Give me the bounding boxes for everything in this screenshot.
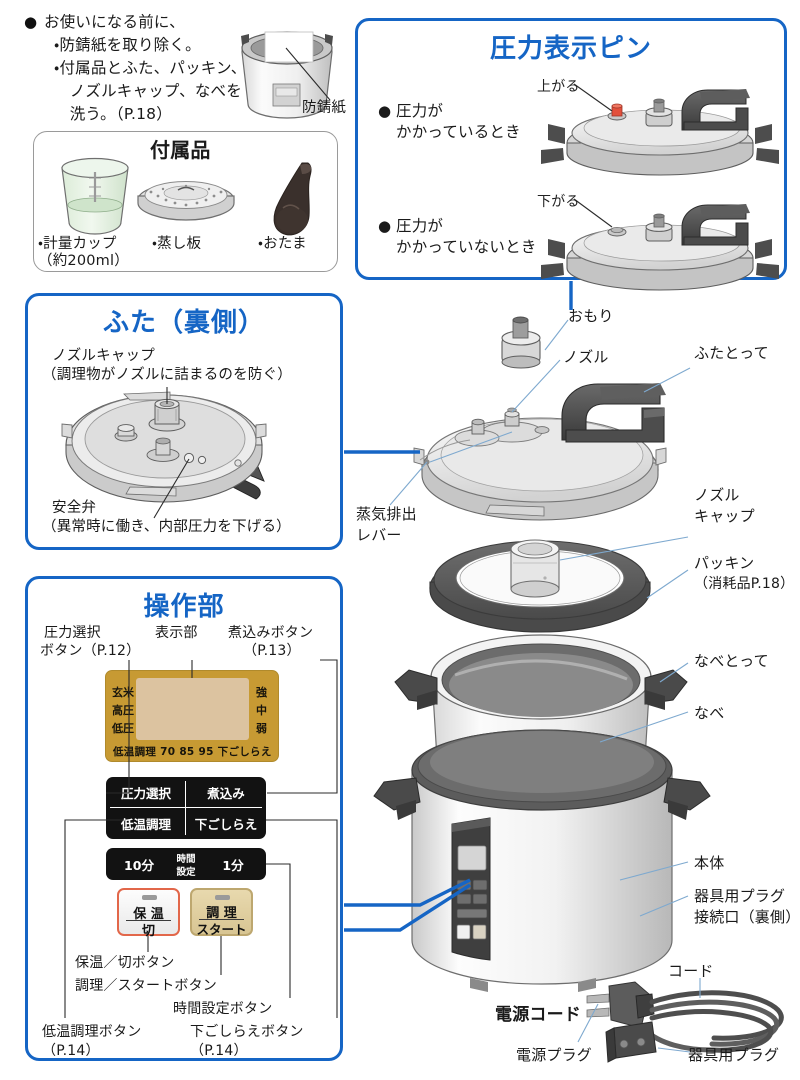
intro-line-4: ノズルキャップ、なべを <box>54 82 242 100</box>
safety-valve-label-2: （異常時に働き、内部圧力を下げる） <box>42 519 291 535</box>
cookstart-led <box>215 895 230 900</box>
pressure-case-1-bullet: ● <box>378 102 392 120</box>
button-timer-increase[interactable]: 1分 <box>222 857 244 873</box>
display-label-left-1: 高圧 <box>112 704 134 717</box>
label-nozzle-cap-2: キャップ <box>694 507 755 525</box>
label-power-plug: 電源プラグ <box>516 1046 593 1064</box>
pressure-case-2-bullet: ● <box>378 217 392 235</box>
display-label-right-2: 弱 <box>256 722 267 735</box>
label-nozzle-cap-1: ノズル <box>694 486 740 504</box>
button-timer-decrease[interactable]: 10分 <box>124 857 154 873</box>
callout-prep-2: （P.14） <box>190 1043 248 1059</box>
intro-line-5: 洗う。（P.18） <box>54 105 172 123</box>
control-panel-title: 操作部 <box>143 592 225 622</box>
button-low-temp[interactable]: 低温調理 <box>120 817 171 832</box>
safety-valve-label-1: 安全弁 <box>52 500 97 516</box>
keepwarm-label-bottom: 切 <box>141 924 155 939</box>
callout-timer: 時間設定ボタン <box>173 1001 273 1017</box>
label-nozzle: ノズル <box>563 348 609 366</box>
label-appliance-plug: 器具用プラグ <box>688 1046 780 1064</box>
intro-line-1: お使いになる前に、 <box>44 13 185 31</box>
button-block-main: 圧力選択 煮込み 低温調理 下ごしらえ <box>106 777 266 839</box>
callout-pressure-select-2: ボタン（P.12） <box>40 643 141 659</box>
keepwarm-label-top: 保 温 <box>133 907 164 922</box>
pressure-case-1-line2: かかっているとき <box>396 123 521 141</box>
button-block-timer: 10分 時間 設定 1分 <box>106 848 266 880</box>
accessory-label-cup-1: ・計量カップ <box>38 236 117 252</box>
accessories-title: 付属品 <box>150 138 211 162</box>
display-screen <box>136 678 249 740</box>
accessory-label-cup-2: （約200ml） <box>38 253 129 269</box>
cookstart-label-bottom: スタート <box>196 922 247 937</box>
pressure-case-2-pin-state: 下がる <box>537 194 580 210</box>
cookstart-label-top: 調 理 <box>206 906 237 921</box>
button-simmer[interactable]: 煮込み <box>207 786 245 801</box>
display-label-left-0: 玄米 <box>112 686 134 699</box>
callout-pressure-select-1: 圧力選択 <box>44 625 101 641</box>
main-body-illustration <box>373 634 711 992</box>
callout-low-temp-2: （P.14） <box>42 1043 100 1059</box>
packing-ring-part <box>429 536 689 633</box>
cookstart-rule <box>199 919 244 921</box>
label-steam-lever-1: 蒸気排出 <box>356 505 417 523</box>
label-steam-lever-2: レバー <box>356 526 402 544</box>
label-plug-port-2: 接続口（裏側） <box>694 908 800 926</box>
keepwarm-led <box>142 895 157 900</box>
button-pressure-select[interactable]: 圧力選択 <box>120 786 171 801</box>
callout-keepwarm: 保温／切ボタン <box>75 955 175 971</box>
callout-simmer-2: （P.13） <box>243 643 301 659</box>
callout-prep-1: 下ごしらえボタン <box>190 1024 304 1040</box>
lid-assembly <box>389 359 691 521</box>
button-keepwarm-off[interactable]: 保 温 切 <box>117 888 180 939</box>
lid-underside-panel-title: ふた（裏側） <box>102 308 265 338</box>
display-label-left-2: 低圧 <box>112 722 134 735</box>
label-body: 本体 <box>694 854 725 872</box>
pressure-pin-panel-title: 圧力表示ピン <box>489 34 652 64</box>
panel-connector-lines <box>344 281 573 932</box>
timer-label-line2: 設定 <box>176 866 196 878</box>
label-omori: おもり <box>568 307 614 325</box>
intro-line-3: ・付属品とふた、パッキン、 <box>54 59 247 77</box>
label-power-cord-title: 電源コード <box>495 1005 581 1025</box>
rust-paper-label: 防錆紙 <box>302 100 347 116</box>
pressure-case-1-line1: 圧力が <box>396 102 444 120</box>
display-label-right-1: 中 <box>256 704 267 717</box>
button-cook-start[interactable]: 調 理 スタート <box>190 888 253 937</box>
label-lid-handle: ふたとって <box>694 344 769 362</box>
pressure-case-1-pin-state: 上がる <box>537 79 580 95</box>
weight-part <box>501 316 569 369</box>
intro-bullet: ● <box>24 13 38 31</box>
label-packing-1: パッキン <box>694 554 755 572</box>
pressure-case-2-line1: 圧力が <box>396 217 444 235</box>
label-pot: なべ <box>694 704 725 722</box>
button-prep[interactable]: 下ごしらえ <box>194 817 258 832</box>
label-plug-port-1: 器具用プラグ <box>694 887 786 905</box>
nozzle-cap-label-2: （調理物がノズルに詰まるのを防ぐ） <box>42 367 292 383</box>
callout-display: 表示部 <box>155 625 198 641</box>
display-label-right-0: 強 <box>256 686 267 699</box>
label-pot-handle: なべとって <box>694 652 769 670</box>
button-divider-horizontal <box>110 807 262 809</box>
display-bottom-row: 低温調理 70 85 95 下ごしらえ <box>113 746 272 758</box>
intro-line-2: ・防錆紙を取り除く。 <box>54 36 201 54</box>
accessory-label-plate: ・蒸し板 <box>152 236 202 252</box>
accessory-label-ladle: ・おたま <box>258 236 307 252</box>
label-cord: コード <box>668 962 714 980</box>
callout-cook-start: 調理／スタートボタン <box>75 978 217 994</box>
callout-low-temp-1: 低温調理ボタン <box>42 1024 142 1040</box>
pressure-case-2-line2: かかっていないとき <box>396 238 537 256</box>
timer-label-line1: 時間 <box>176 853 196 865</box>
callout-simmer-1: 煮込みボタン <box>228 625 314 641</box>
nozzle-cap-label-1: ノズルキャップ <box>52 348 155 364</box>
label-packing-2: （消耗品P.18） <box>694 576 795 592</box>
keepwarm-rule <box>126 920 171 922</box>
display-panel: 玄米 高圧 低圧 強 中 弱 低温調理 70 85 95 下ごしらえ <box>105 670 279 762</box>
